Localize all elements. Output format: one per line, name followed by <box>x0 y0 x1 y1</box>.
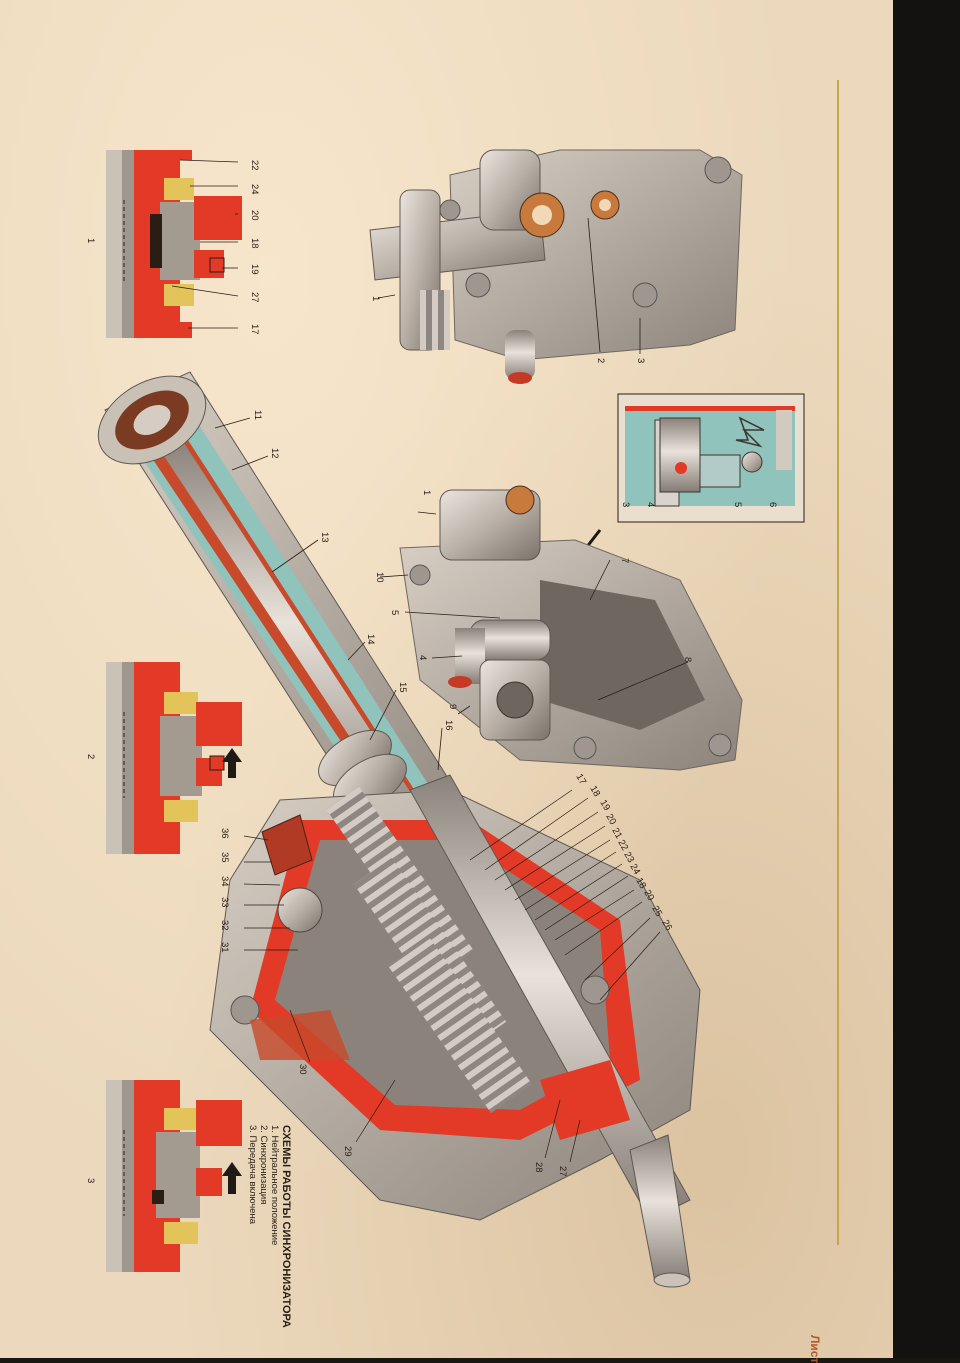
shift-mechanism-middle: 1 10 5 4 7 8 9 <box>374 485 743 771</box>
scheme-1-callout: 19 <box>249 264 260 275</box>
gearbox-callout: 26 <box>659 918 674 933</box>
gearbox-callout: 21 <box>609 826 624 841</box>
gearbox-callout: 35 <box>219 852 230 863</box>
shaft-callout: 12 <box>269 448 280 459</box>
mid-mechanism-callout: 9 <box>447 704 458 709</box>
gearbox-callout: 18 <box>587 784 602 799</box>
gearbox-left-callouts: 36 35 34 33 32 31 30 29 28 27 <box>219 828 581 1177</box>
scheme-1-callout: 18 <box>249 238 260 249</box>
scheme-3-number: 3 <box>85 1178 96 1183</box>
legend-item: 1. Нейтральное положение <box>269 1125 280 1246</box>
top-mechanism-callout: 3 <box>635 358 646 363</box>
legend-item: 3. Передача включена <box>247 1125 258 1225</box>
shaft-callout: 13 <box>319 532 330 543</box>
gearbox-callout: 32 <box>219 920 230 931</box>
gearbox-callout: 34 <box>219 876 230 887</box>
mid-mechanism-callout: 1 <box>421 490 432 495</box>
shaft-callout: 16 <box>443 720 454 731</box>
synchronizer-scheme-1: 22 24 20 18 19 27 17 1 <box>85 150 260 338</box>
legend-item: 2. Синхронизация <box>258 1125 269 1205</box>
gearbox-callout: 29 <box>342 1146 353 1157</box>
synchronizer-legend: СХЕМЫ РАБОТЫ СИНХРОНИЗАТОРА 1. Нейтральн… <box>247 1125 292 1328</box>
shaft-callout: 11 <box>252 410 263 420</box>
sheet-label: Лист <box>808 1335 822 1363</box>
mid-mechanism-callout: 4 <box>417 655 428 660</box>
interlock-detail-inset: 3 4 5 6 <box>528 393 805 621</box>
detail-callout: 5 <box>732 502 743 507</box>
gearbox-callout: 28 <box>533 1162 544 1173</box>
gearbox-right-callouts: 17 18 19 20 21 22 23 24 18 20 25 26 <box>469 772 674 1001</box>
mid-mechanism-callout: 5 <box>389 610 400 615</box>
gearbox-callout: 20 <box>641 888 656 903</box>
synchronizer-scheme-2: 2 <box>85 662 242 854</box>
scheme-1-callout: 27 <box>249 292 260 303</box>
top-mechanism-callout: 2 <box>595 358 606 363</box>
gearbox-callout: 18 <box>633 876 648 891</box>
gearbox-callout: 24 <box>627 862 642 877</box>
gearbox-callout: 27 <box>557 1166 568 1177</box>
scheme-1-number: 1 <box>85 238 96 243</box>
gearbox-callout: 30 <box>297 1064 308 1075</box>
gearbox-callout: 17 <box>573 772 588 787</box>
mid-mechanism-callout: 10 <box>374 572 385 583</box>
gearbox-cutaway <box>209 774 701 1288</box>
detail-callout: 3 <box>620 502 631 507</box>
top-mechanism-callout: 1 <box>370 296 381 301</box>
detail-callout: 6 <box>767 502 778 507</box>
scheme-2-number: 2 <box>85 754 96 759</box>
legend-title: СХЕМЫ РАБОТЫ СИНХРОНИЗАТОРА <box>280 1125 292 1328</box>
gearbox-callout: 25 <box>649 904 664 919</box>
scheme-1-callout: 20 <box>249 210 260 221</box>
mid-mechanism-callout: 8 <box>682 657 693 662</box>
background-edge <box>893 0 960 1358</box>
shaft-callout: 15 <box>397 682 408 693</box>
mid-mechanism-callout: 7 <box>619 558 630 563</box>
scheme-1-callout: 24 <box>249 184 260 195</box>
gearbox-callout: 31 <box>219 942 230 953</box>
gearbox-callout: 23 <box>621 850 636 865</box>
scheme-1-callout: 17 <box>249 324 260 335</box>
gearbox-callout: 36 <box>219 828 230 839</box>
gearbox-callout: 22 <box>615 838 630 853</box>
gearbox-callout: 19 <box>597 798 612 813</box>
shift-mechanism-top: 1 2 3 <box>369 149 743 384</box>
scheme-1-callout: 22 <box>249 160 260 171</box>
detail-callout: 4 <box>645 502 656 507</box>
gearbox-callout: 33 <box>219 897 230 908</box>
synchronizer-scheme-3: 3 <box>85 1080 242 1272</box>
shaft-callout: 14 <box>365 634 376 645</box>
gearbox-callout: 20 <box>603 812 618 827</box>
